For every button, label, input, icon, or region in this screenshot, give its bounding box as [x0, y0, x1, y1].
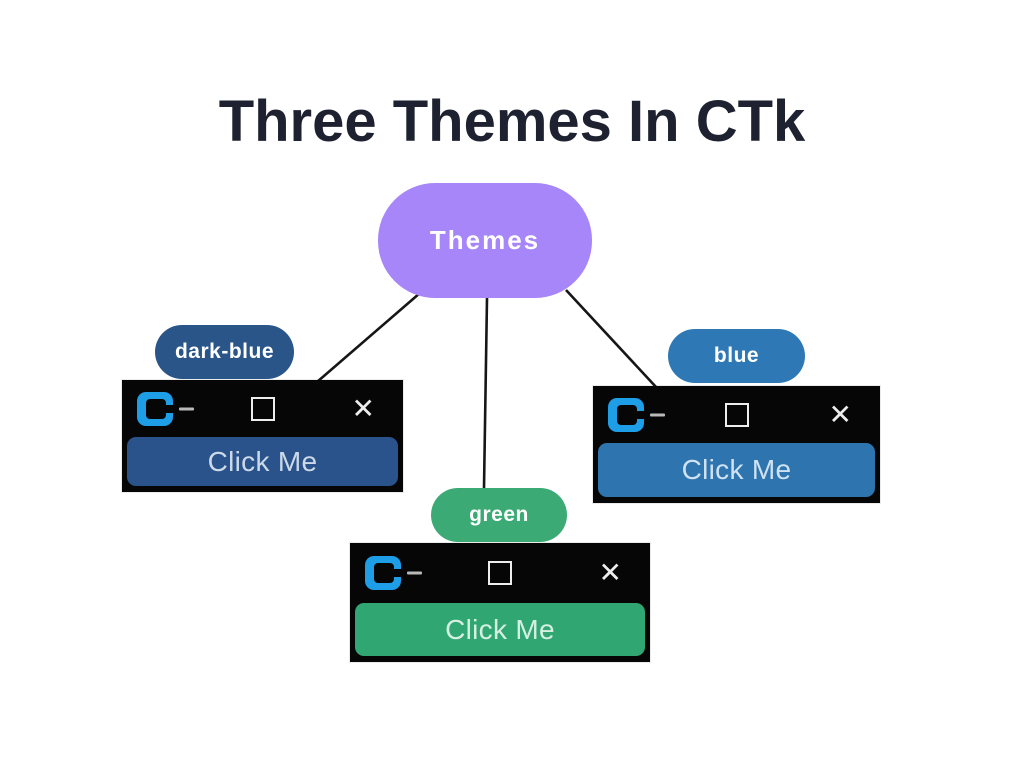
ctk-logo-notch [636, 410, 646, 419]
click-me-button[interactable]: Click Me [355, 603, 645, 656]
maximize-icon[interactable] [488, 561, 512, 585]
ctk-logo-notch [393, 569, 403, 577]
connector-blue [565, 289, 657, 388]
click-me-button[interactable]: Click Me [127, 437, 398, 486]
ctk-logo-icon [137, 391, 175, 426]
ctk-logo-icon [365, 556, 403, 590]
connector-dark-blue [316, 292, 421, 383]
connector-green [482, 297, 489, 489]
click-me-button[interactable]: Click Me [598, 443, 875, 497]
ctk-window-dark-blue: ✕ Click Me [122, 380, 403, 492]
theme-pill-label: blue [713, 344, 760, 367]
ctk-logo-inner [374, 563, 394, 583]
close-icon[interactable]: ✕ [598, 557, 622, 588]
ctk-logo-inner [146, 398, 166, 419]
maximize-icon[interactable] [724, 402, 749, 427]
window-titlebar: ✕ [593, 386, 880, 443]
ctk-logo-notch [165, 404, 175, 413]
ctk-window-blue: ✕ Click Me [593, 386, 880, 503]
theme-pill-label: green [469, 503, 529, 526]
minimize-icon[interactable] [407, 571, 422, 575]
root-node-label: Themes [429, 225, 541, 255]
close-icon[interactable]: ✕ [828, 398, 852, 430]
window-titlebar: ✕ [122, 380, 403, 437]
minimize-icon[interactable] [650, 413, 665, 416]
window-titlebar: ✕ [350, 543, 650, 603]
theme-pill-blue: blue [668, 329, 805, 383]
ctk-logo-inner [617, 404, 637, 425]
ctk-logo-icon [608, 397, 646, 432]
theme-pill-green: green [431, 488, 567, 542]
maximize-icon[interactable] [250, 396, 275, 421]
page-title: Three Themes In CTk [218, 89, 806, 154]
theme-pill-dark-blue: dark-blue [155, 325, 294, 379]
ctk-window-green: ✕ Click Me [350, 543, 650, 662]
close-icon[interactable]: ✕ [351, 392, 375, 424]
minimize-icon[interactable] [179, 407, 194, 410]
theme-pill-label: dark-blue [174, 340, 275, 363]
root-node-themes: Themes [378, 183, 592, 298]
